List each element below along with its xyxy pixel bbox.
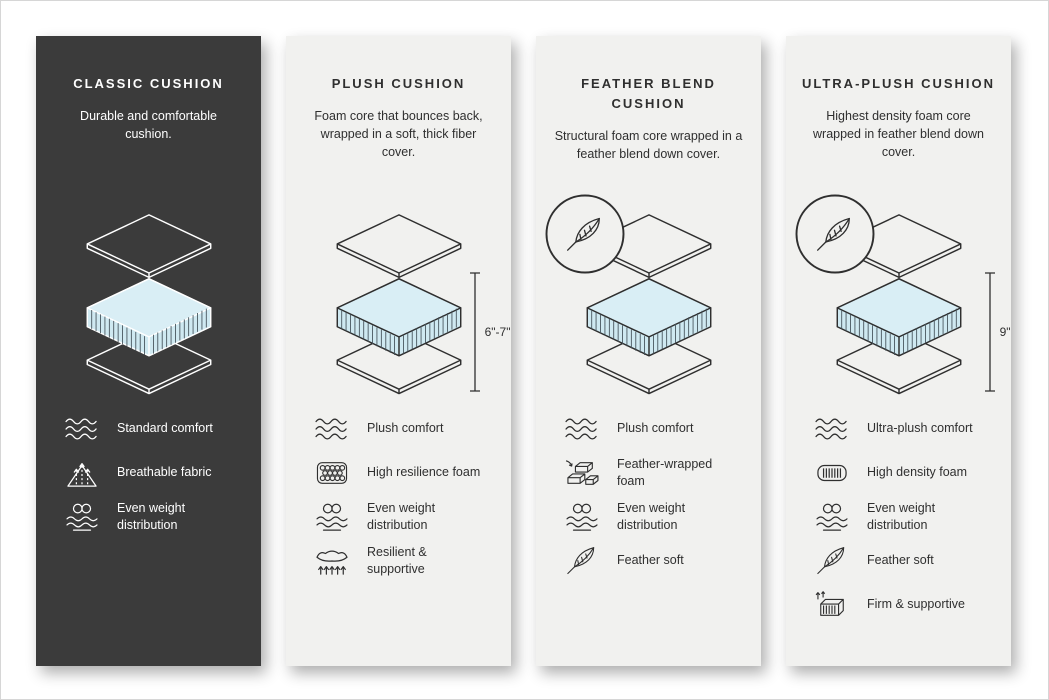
feature-row: Standard comfort xyxy=(62,412,247,445)
feature-label: High resilience foam xyxy=(367,465,481,480)
card-feather-blend-cushion: FEATHER BLEND CUSHION Structural foam co… xyxy=(536,36,761,666)
card-header: CLASSIC CUSHION Durable and comfortable … xyxy=(50,74,247,200)
card-title: ULTRA-PLUSH CUSHION xyxy=(801,76,996,91)
cushion-illustration: 6"-7" xyxy=(319,212,511,398)
card-header: PLUSH CUSHION Foam core that bounces bac… xyxy=(300,74,497,200)
waves-icon xyxy=(312,414,352,444)
feature-label: Resilient & supportive xyxy=(367,545,427,576)
waves-icon xyxy=(812,414,852,444)
bricks-foam-icon xyxy=(562,458,602,488)
feature-row: Plush comfort xyxy=(562,412,747,445)
layered-cushion-diagram xyxy=(319,212,479,395)
breathable-fabric-icon xyxy=(62,458,102,488)
card-header: ULTRA-PLUSH CUSHION Highest density foam… xyxy=(800,74,997,200)
feather-badge-icon xyxy=(543,192,627,276)
feature-label: Plush comfort xyxy=(367,421,444,436)
feature-row: High resilience foam xyxy=(312,456,497,489)
feature-label: Standard comfort xyxy=(117,421,213,436)
density-foam-icon xyxy=(812,458,852,488)
feather-badge-icon xyxy=(793,192,877,276)
feature-label: Breathable fabric xyxy=(117,465,212,480)
weight-distribution-icon xyxy=(62,502,102,532)
card-description: Foam core that bounces back, wrapped in … xyxy=(314,109,483,159)
feature-list: Ultra-plush comfort High density foam Ev… xyxy=(800,412,997,632)
weight-distribution-icon xyxy=(812,502,852,532)
dimension-label: 9" xyxy=(999,325,1011,339)
feature-row: Firm & supportive xyxy=(812,588,997,621)
feature-label: Feather soft xyxy=(617,553,684,568)
feature-list: Standard comfort Breathable fabric Even … xyxy=(50,412,247,544)
feature-row: Plush comfort xyxy=(312,412,497,445)
feature-label: Plush comfort xyxy=(617,421,694,436)
cushion-illustration xyxy=(569,212,729,398)
cushion-illustration xyxy=(69,212,229,398)
feature-list: Plush comfort Feather-wrapped foam Even … xyxy=(550,412,747,588)
feature-label: Even weight distribution xyxy=(867,501,936,532)
cushion-illustration: 9" xyxy=(819,212,1011,398)
feature-label: High density foam xyxy=(867,465,968,480)
card-description: Highest density foam core wrapped in fea… xyxy=(813,109,984,159)
card-description: Structural foam core wrapped in a feathe… xyxy=(554,129,743,162)
bubbles-foam-icon xyxy=(312,458,352,488)
card-plush-cushion: PLUSH CUSHION Foam core that bounces bac… xyxy=(286,36,511,666)
feature-row: High density foam xyxy=(812,456,997,489)
dimension-label: 6"-7" xyxy=(484,325,511,339)
card-title: FEATHER BLEND CUSHION xyxy=(581,76,716,112)
card-header: FEATHER BLEND CUSHION Structural foam co… xyxy=(550,74,747,200)
feature-label: Firm & supportive xyxy=(867,597,965,612)
weight-distribution-icon xyxy=(562,502,602,532)
feature-row: Breathable fabric xyxy=(62,456,247,489)
weight-distribution-icon xyxy=(312,502,352,532)
card-classic-cushion: CLASSIC CUSHION Durable and comfortable … xyxy=(36,36,261,666)
feather-icon xyxy=(562,546,602,576)
feature-row: Even weight distribution xyxy=(62,500,247,533)
feature-label: Ultra-plush comfort xyxy=(867,421,973,436)
feature-row: Feather soft xyxy=(812,544,997,577)
layered-cushion-diagram xyxy=(69,212,229,395)
feature-row: Resilient & supportive xyxy=(312,544,497,577)
dimension-line xyxy=(469,272,480,392)
feather-icon xyxy=(812,546,852,576)
feature-row: Even weight distribution xyxy=(812,500,997,533)
feature-row: Even weight distribution xyxy=(562,500,747,533)
feature-label: Even weight distribution xyxy=(117,501,186,532)
feature-row: Ultra-plush comfort xyxy=(812,412,997,445)
card-title: PLUSH CUSHION xyxy=(331,76,466,91)
feature-row: Even weight distribution xyxy=(312,500,497,533)
firm-support-icon xyxy=(812,590,852,620)
waves-icon xyxy=(62,414,102,444)
feature-row: Feather soft xyxy=(562,544,747,577)
feature-label: Even weight distribution xyxy=(617,501,686,532)
spring-support-icon xyxy=(312,546,352,576)
dimension-indicator: 9" xyxy=(984,272,1011,392)
feature-list: Plush comfort High resilience foam Even … xyxy=(300,412,497,588)
card-title: CLASSIC CUSHION xyxy=(73,76,224,91)
dimension-line xyxy=(984,272,995,392)
feature-label: Even weight distribution xyxy=(367,501,436,532)
feature-row: Feather-wrapped foam xyxy=(562,456,747,489)
card-ultra-plush-cushion: ULTRA-PLUSH CUSHION Highest density foam… xyxy=(786,36,1011,666)
waves-icon xyxy=(562,414,602,444)
feature-label: Feather-wrapped foam xyxy=(617,457,713,488)
dimension-indicator: 6"-7" xyxy=(469,272,511,392)
feature-label: Feather soft xyxy=(867,553,934,568)
card-description: Durable and comfortable cushion. xyxy=(80,109,217,141)
